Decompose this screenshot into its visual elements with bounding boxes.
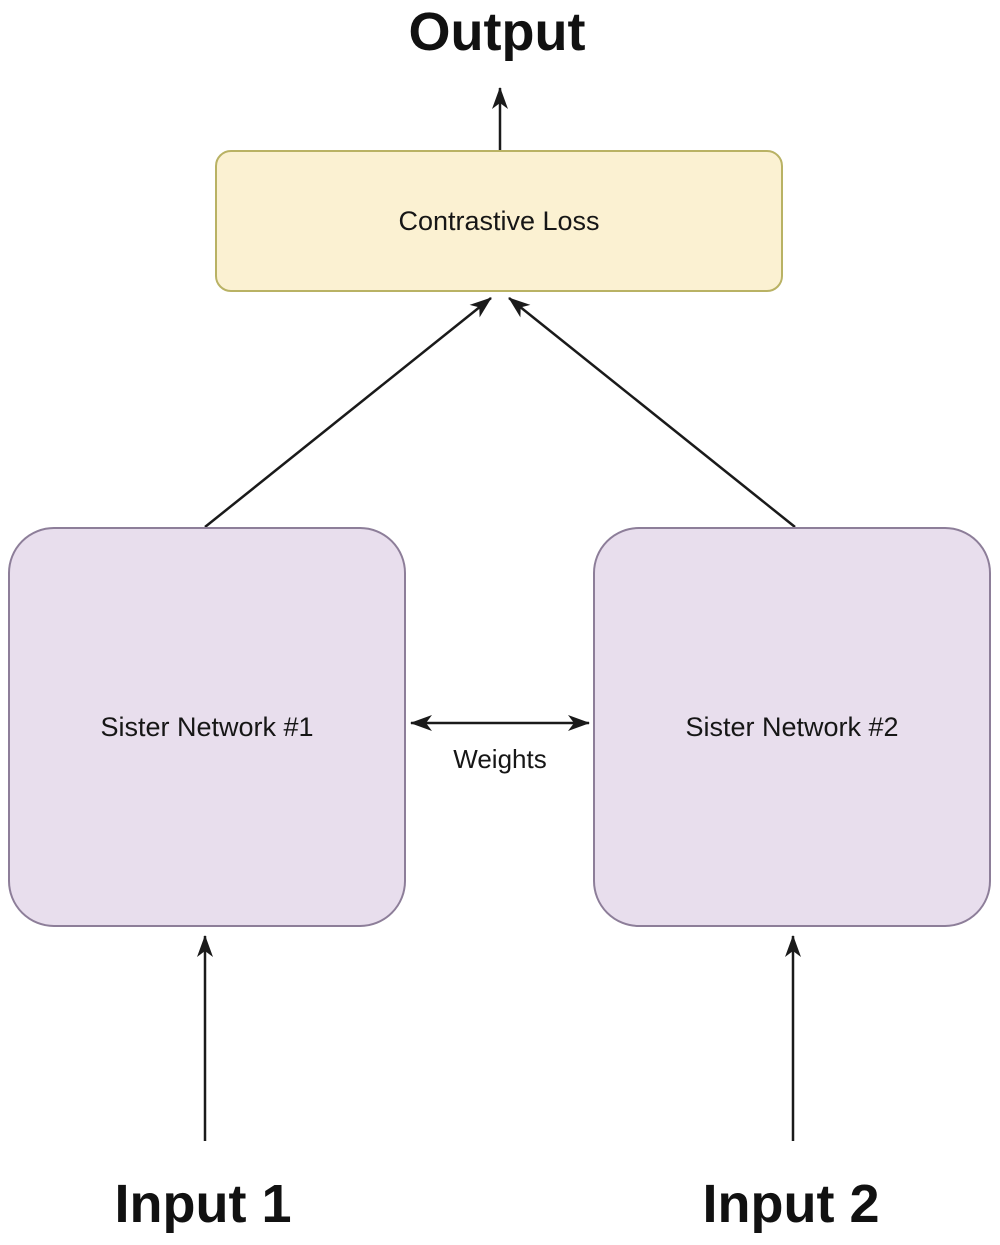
contrastive-loss-box: Contrastive Loss [215,150,783,292]
contrastive-loss-label: Contrastive Loss [398,205,600,236]
input1-label: Input 1 [114,1174,292,1234]
weights-label: Weights [453,744,547,774]
sister-network-2-box: Sister Network #2 [593,527,991,927]
arrow-sister2-to-loss [508,297,796,528]
input2-label: Input 2 [702,1174,880,1234]
sister-network-2-label: Sister Network #2 [685,711,899,742]
arrow-sister1-to-loss [204,297,492,528]
output-label: Output [408,2,586,62]
sister-network-1-label: Sister Network #1 [100,711,314,742]
sister-network-1-box: Sister Network #1 [8,527,406,927]
